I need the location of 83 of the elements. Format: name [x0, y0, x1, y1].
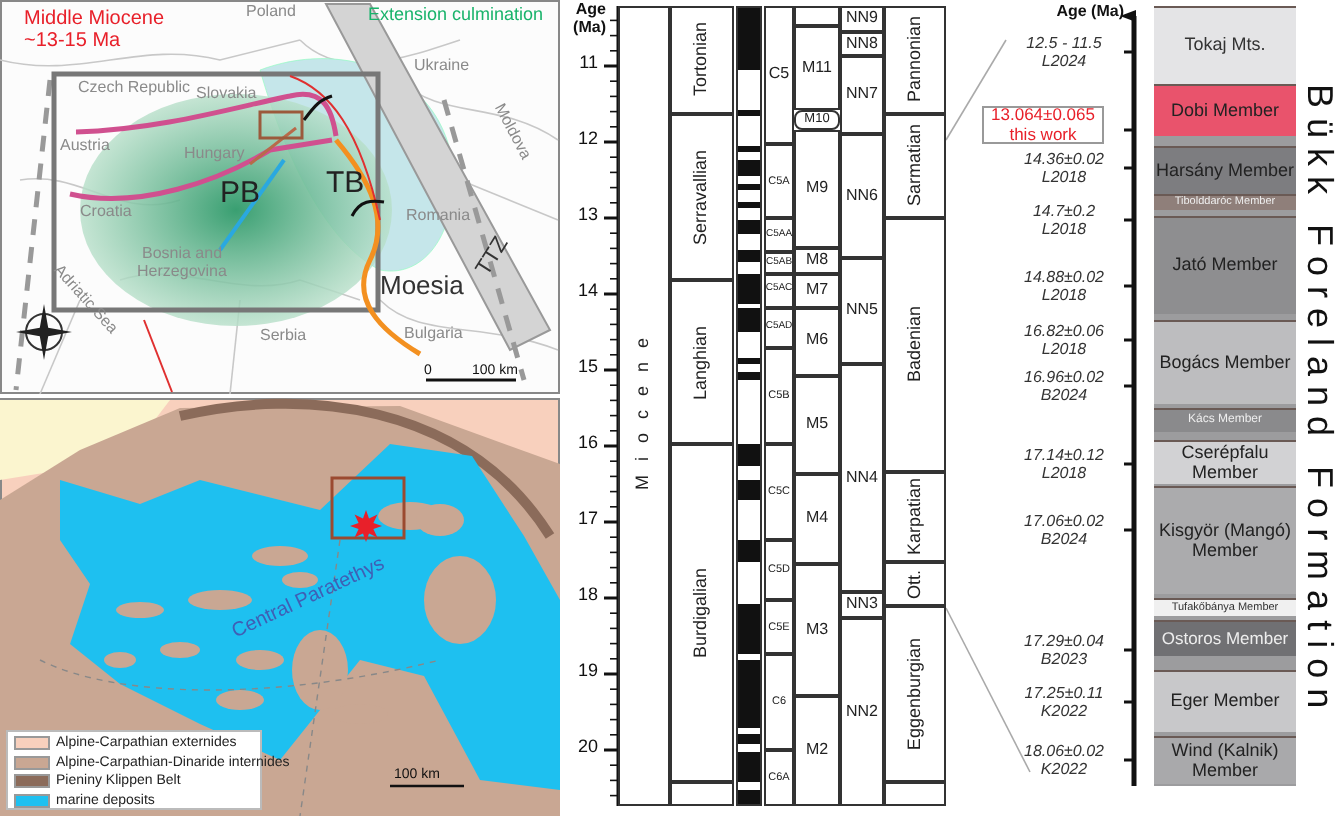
date-callout: 13.064±0.065 this work	[982, 106, 1104, 144]
map-title: Middle Miocene ~13-15 Ma	[24, 8, 167, 52]
member-band: Bogács Member	[1154, 320, 1296, 404]
zone-cell: M5	[794, 376, 840, 474]
tick-label: 18	[575, 586, 598, 606]
age-label: 14.88±0.02 L2018	[1022, 270, 1106, 306]
zone-cell: NN2	[840, 617, 884, 807]
zone-cell: NN8	[840, 31, 884, 57]
member-band: Dobi Member	[1154, 84, 1296, 136]
member-band: Cserépfalu Member	[1154, 440, 1296, 484]
zone-cell: M3	[794, 563, 840, 696]
stage-cell: Tortonian	[670, 6, 734, 114]
place-name: Poland	[246, 4, 298, 22]
stage-cell: Serravallian	[670, 113, 734, 281]
zone-cell: NN3	[840, 592, 884, 618]
age-label: 17.06±0.02 B2024	[1022, 514, 1106, 550]
member-band: Kisgyör (Mangó) Member	[1154, 486, 1296, 594]
age-label: 12.5 - 11.5 L2024	[1024, 36, 1104, 72]
blank-cell	[794, 6, 840, 26]
chron-cell: C5	[764, 6, 794, 145]
place-name: Moesia	[380, 272, 466, 301]
place-name: Romania	[406, 208, 473, 226]
stage-cell: Ott.	[884, 562, 946, 606]
basin-label: PB	[220, 178, 263, 211]
place-name: Bulgaria	[404, 326, 465, 344]
age-label: 16.96±0.02 B2024	[1022, 370, 1106, 406]
member-band: Tokaj Mts.	[1154, 6, 1296, 84]
zone-cell: NN5	[840, 258, 884, 364]
tick-label: 15	[575, 358, 598, 378]
place-name: Austria	[60, 138, 112, 156]
formation-label: Bükk Foreland Formation	[1298, 81, 1338, 723]
stage-cell: Karpatian	[884, 471, 946, 563]
tick-label: 17	[575, 510, 598, 530]
blank-cell	[670, 782, 734, 807]
tick-label: 19	[575, 662, 598, 682]
map-title: Extension culmination	[368, 6, 546, 26]
place-name: Slovakia	[196, 86, 259, 104]
zone-cell: M7	[794, 274, 840, 308]
stage-cell: Langhian	[670, 280, 734, 444]
stage-cell: Pannonian	[884, 6, 946, 114]
tick-label: 11	[577, 54, 598, 74]
zone-cell: M6	[794, 307, 840, 376]
zone-cell: NN9	[840, 6, 884, 32]
place-name: Serbia	[260, 328, 309, 346]
epoch-cell: Miocene	[618, 6, 670, 807]
member-band: Ostoros Member	[1154, 620, 1296, 656]
stage-cell: Sarmatian	[884, 113, 946, 218]
member-band: Harsány Member	[1154, 146, 1296, 194]
zone-cell: M9	[794, 129, 840, 248]
age-label: 17.29±0.04 B2023	[1022, 634, 1106, 670]
tick-label: 20	[575, 738, 598, 758]
member-band: Wind (Kalnik) Member	[1154, 736, 1296, 784]
zone-cell: M2	[794, 696, 840, 807]
age-label: 18.06±0.02 K2022	[1022, 744, 1106, 780]
zone-cell: M8	[794, 247, 840, 275]
tick-label: 14	[575, 282, 598, 302]
member-band: Jató Member	[1154, 216, 1296, 314]
place-name: Croatia	[80, 204, 134, 222]
zone-cell: M4	[794, 473, 840, 564]
place-name: Ukraine	[414, 58, 472, 76]
axis-title: Age (Ma)	[571, 2, 606, 38]
zone-cell: NN6	[840, 133, 884, 259]
basin-label: TB	[326, 168, 367, 201]
zone-cell: NN4	[840, 364, 884, 592]
place-name: Hungary	[184, 146, 247, 164]
axis-title: Age (Ma)	[1054, 4, 1124, 22]
zone-label: TTZ	[471, 230, 516, 280]
age-label: 14.36±0.02 L2018	[1022, 152, 1106, 188]
blank-cell	[884, 782, 946, 807]
member-band: Eger Member	[1154, 670, 1296, 732]
tick-label: 13	[575, 206, 598, 226]
zone-cell: NN7	[840, 56, 884, 134]
tick-label: 16	[575, 434, 598, 454]
stage-cell: Badenian	[884, 218, 946, 472]
stage-cell: Burdigalian	[670, 443, 734, 782]
age-label: 14.7±0.2 L2018	[1030, 204, 1098, 240]
place-name: Bosnia and Herzegovina	[135, 246, 229, 282]
zone-cell: M11	[794, 25, 840, 111]
age-label: 16.82±0.06 L2018	[1022, 324, 1106, 360]
age-label: 17.25±0.11 K2022	[1022, 686, 1106, 722]
stage-cell: Eggenburgian	[884, 605, 946, 782]
age-label: 17.14±0.12 L2018	[1022, 448, 1106, 484]
tick-label: 12	[575, 130, 598, 150]
